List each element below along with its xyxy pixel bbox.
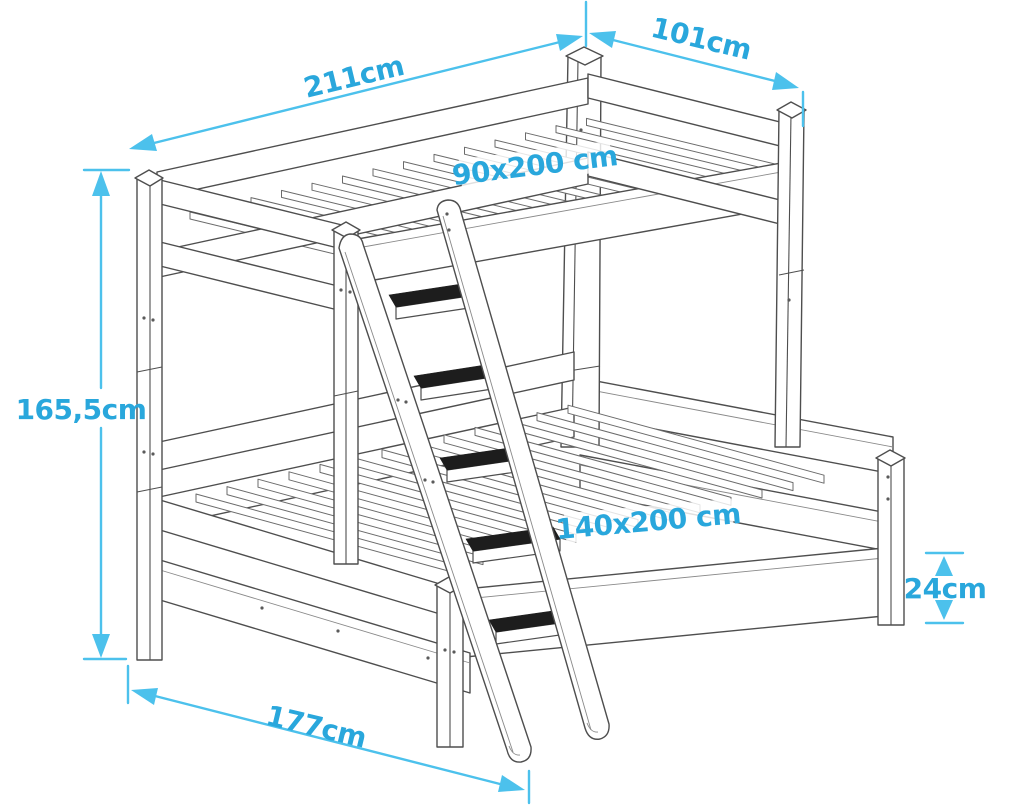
lower-slat <box>567 404 825 484</box>
right-post <box>774 101 807 448</box>
front-left-post <box>134 169 164 661</box>
lower-bed-front-rail <box>454 547 885 659</box>
ladder-left-rail <box>338 233 532 763</box>
headboard-front-leg <box>875 449 906 626</box>
dimension-label-top-length: 211cm <box>300 49 407 105</box>
dimension-label-top-width: 101cm <box>648 11 755 67</box>
dimension-label-total-height: 165,5cm <box>16 393 147 426</box>
dimension-frame-height: 24cm <box>904 551 987 625</box>
ladder-right-rail <box>436 199 610 740</box>
dimension-total-height: 165,5cm <box>16 168 147 661</box>
dimension-label-bottom-width: 177cm <box>263 699 370 755</box>
lower-bed-footboard <box>149 496 471 748</box>
dimension-label-frame-height: 24cm <box>904 572 987 605</box>
lower-slat <box>536 412 794 492</box>
